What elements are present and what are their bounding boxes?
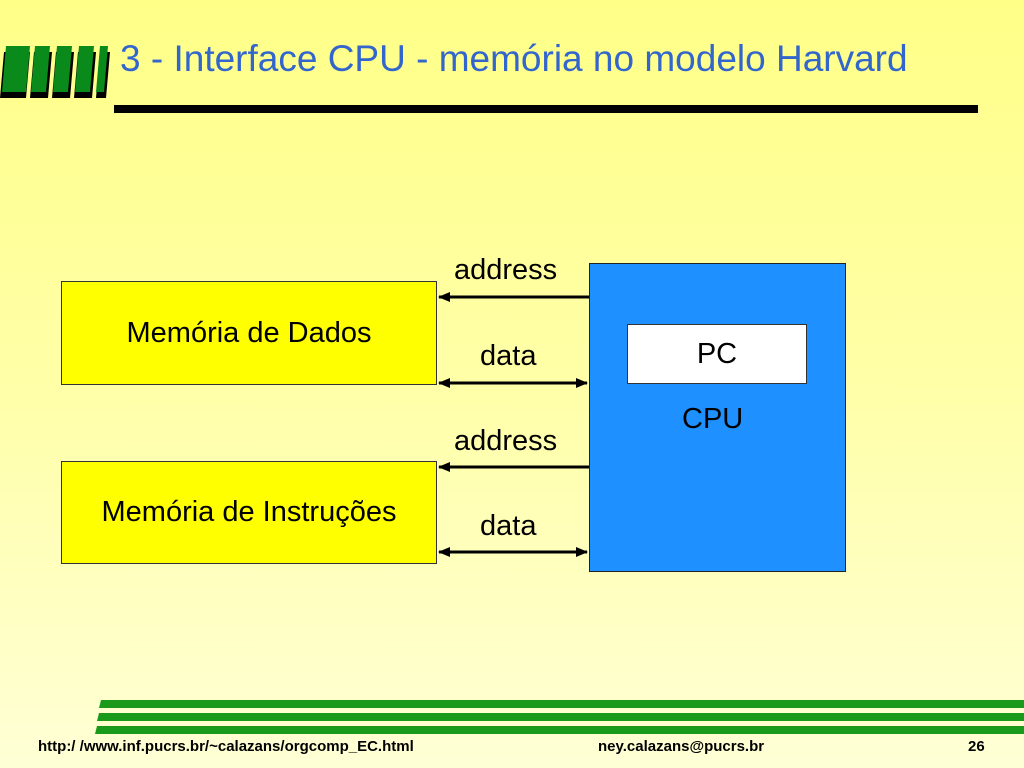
slide-title: 3 - Interface CPU - memória no modelo Ha…: [120, 38, 908, 79]
instruction-memory-box: Memória de Instruções: [61, 461, 437, 564]
cpu-box: [589, 263, 846, 572]
footer-url: http:/ /www.inf.pucrs.br/~calazans/orgco…: [38, 738, 414, 755]
green-bars-logo-icon: [0, 46, 110, 98]
data-data-bus-label: data: [480, 340, 537, 372]
pc-label: PC: [696, 337, 738, 370]
data-address-bus-label: address: [454, 254, 558, 286]
title-underline: [114, 105, 978, 113]
instruction-memory-label: Memória de Instruções: [101, 496, 397, 528]
data-memory-box: Memória de Dados: [61, 281, 437, 385]
footer-email: ney.calazans@pucrs.br: [598, 738, 765, 755]
instr-address-bus-label: address: [454, 425, 558, 457]
pc-register-box: PC: [627, 324, 807, 384]
data-memory-label: Memória de Dados: [126, 316, 372, 349]
instr-data-bus-label: data: [480, 510, 537, 542]
footer-page-number: 26: [968, 738, 985, 755]
cpu-label: CPU: [682, 403, 744, 435]
